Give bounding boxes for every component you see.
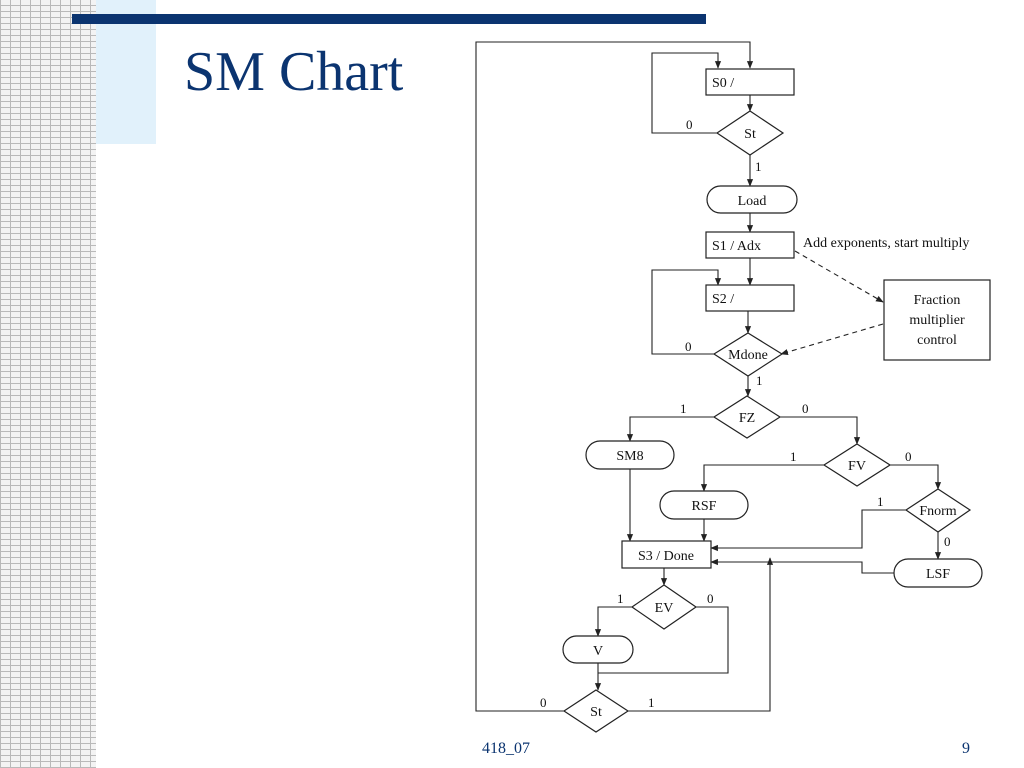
- annotation-add-exponents: Add exponents, start multiply: [803, 236, 969, 251]
- branch-label: 1: [756, 373, 763, 388]
- branch-label: 0: [686, 117, 693, 132]
- output-sm8: SM8: [585, 440, 675, 470]
- state-label-s3: S3 / Done: [638, 549, 694, 564]
- fraction-multiplier-control-box: Fraction multiplier control: [883, 279, 991, 361]
- title-bar: [72, 14, 706, 24]
- decision-mdone: Mdone: [712, 332, 784, 377]
- decision-label-fz: FZ: [739, 411, 755, 426]
- control-label-line-2: multiplier: [909, 313, 965, 328]
- decision-label-ev: EV: [655, 601, 674, 616]
- decision-fv: FV: [822, 443, 892, 487]
- state-box-s3: S3 / Done: [621, 540, 712, 569]
- state-box-s0: S0 /: [705, 68, 795, 96]
- state-label-s2: S2 /: [712, 292, 734, 307]
- branch-label: 0: [707, 591, 714, 606]
- decision-label-st-bottom: St: [590, 705, 602, 720]
- branch-label: 1: [877, 494, 884, 509]
- branch-label: 0: [540, 695, 547, 710]
- branch-label: 0: [905, 449, 912, 464]
- branch-label: 1: [790, 449, 797, 464]
- branch-label: 0: [685, 339, 692, 354]
- decision-label-mdone: Mdone: [728, 348, 768, 363]
- decision-label-fv: FV: [848, 459, 866, 474]
- state-label-s1: S1 / Adx: [712, 239, 761, 254]
- branch-label: 1: [680, 401, 687, 416]
- output-label-load: Load: [738, 194, 767, 209]
- state-box-s1: S1 / Adx: [705, 231, 795, 259]
- decision-st-bottom: St: [562, 689, 630, 733]
- page-number: 9: [962, 740, 970, 757]
- output-label-rsf: RSF: [692, 499, 717, 514]
- slide-title: SM Chart: [184, 41, 404, 103]
- output-v: V: [562, 635, 634, 664]
- branch-label: 1: [617, 591, 624, 606]
- state-box-s2: S2 /: [705, 284, 795, 312]
- output-label-v: V: [593, 644, 603, 659]
- decision-fz: FZ: [712, 395, 782, 439]
- branch-label: 1: [648, 695, 655, 710]
- accent-box: [96, 0, 156, 144]
- output-label-lsf: LSF: [926, 567, 950, 582]
- branch-label: 0: [802, 401, 809, 416]
- output-load: Load: [706, 185, 798, 214]
- branch-labels: 0 1 0 1 1 0 1 0 1 0 1 0 0 1: [540, 117, 951, 710]
- branch-label: 0: [944, 534, 951, 549]
- decision-label-st-top: St: [744, 127, 756, 142]
- control-label-line-3: control: [917, 333, 957, 348]
- control-label-line-1: Fraction: [914, 293, 961, 308]
- state-label-s0: S0 /: [712, 76, 734, 91]
- grid-background-strip: [0, 0, 96, 768]
- decision-fnorm: Fnorm: [904, 488, 972, 533]
- decision-ev: EV: [630, 584, 698, 630]
- branch-label: 1: [755, 159, 762, 174]
- output-label-sm8: SM8: [616, 449, 643, 464]
- output-rsf: RSF: [659, 490, 749, 520]
- decision-label-fnorm: Fnorm: [919, 504, 956, 519]
- flow-lines: [475, 41, 942, 712]
- decision-st-top: St: [715, 110, 785, 156]
- output-lsf: LSF: [893, 558, 983, 588]
- footer-course-code: 418_07: [482, 740, 530, 757]
